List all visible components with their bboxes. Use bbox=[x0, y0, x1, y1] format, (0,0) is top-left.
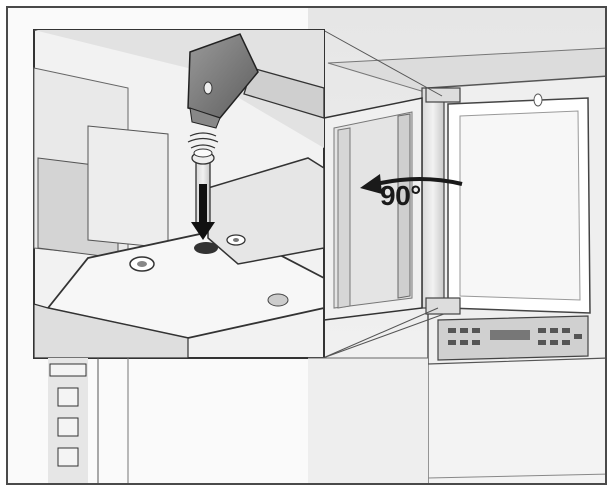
angle-label: 90° bbox=[380, 180, 421, 211]
impact-lines bbox=[187, 132, 219, 149]
fridge-scene bbox=[308, 8, 605, 483]
rotation-arrowhead bbox=[360, 174, 382, 194]
down-arrow bbox=[191, 222, 215, 240]
hammer bbox=[187, 33, 325, 129]
rotation-arrow bbox=[375, 177, 463, 186]
hinge-detail-inset bbox=[33, 29, 445, 483]
installation-illustration bbox=[33, 8, 605, 483]
illustration-frame: 90° bbox=[6, 6, 607, 485]
